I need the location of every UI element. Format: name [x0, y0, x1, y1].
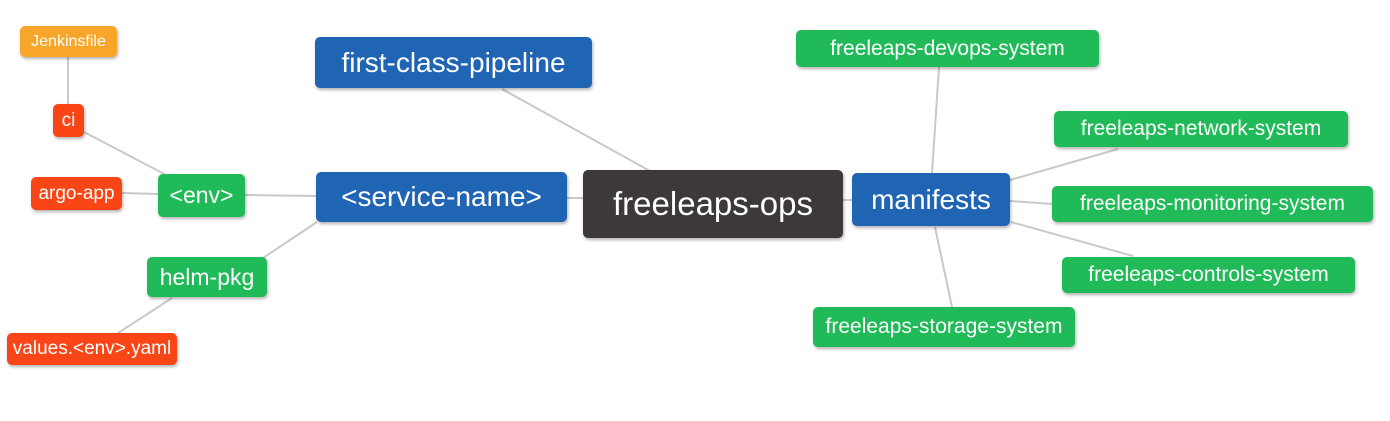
edge-values-helm-pkg	[117, 297, 173, 334]
node-first-class-pipeline[interactable]: first-class-pipeline	[315, 37, 592, 88]
node-storage-system[interactable]: freeleaps-storage-system	[813, 307, 1075, 347]
node-controls-system[interactable]: freeleaps-controls-system	[1062, 257, 1355, 293]
edge-manifests-devops	[931, 66, 940, 174]
edge-env-service-name	[244, 194, 317, 197]
node-network-system[interactable]: freeleaps-network-system	[1054, 111, 1348, 147]
edge-manifests-storage	[934, 226, 953, 308]
node-env[interactable]: <env>	[158, 174, 245, 217]
edge-pipeline-ops	[501, 88, 651, 172]
node-devops-system[interactable]: freeleaps-devops-system	[796, 30, 1099, 67]
edge-argo-app-env	[121, 192, 159, 195]
edge-helm-pkg-service-name	[262, 221, 318, 259]
edge-manifests-network	[1009, 148, 1119, 181]
node-ci[interactable]: ci	[53, 104, 84, 137]
node-service-name[interactable]: <service-name>	[316, 172, 567, 222]
edge-ci-env	[83, 131, 169, 177]
node-jenkinsfile[interactable]: Jenkinsfile	[20, 26, 117, 57]
node-manifests[interactable]: manifests	[852, 173, 1010, 226]
node-argo-app[interactable]: argo-app	[31, 177, 122, 210]
edge-manifests-monitoring	[1009, 200, 1053, 205]
node-values-env-yaml[interactable]: values.<env>.yaml	[7, 333, 177, 365]
node-helm-pkg[interactable]: helm-pkg	[147, 257, 267, 297]
edge-manifests-controls	[1010, 221, 1134, 257]
node-freeleaps-ops[interactable]: freeleaps-ops	[583, 170, 843, 238]
node-monitoring-system[interactable]: freeleaps-monitoring-system	[1052, 186, 1373, 222]
